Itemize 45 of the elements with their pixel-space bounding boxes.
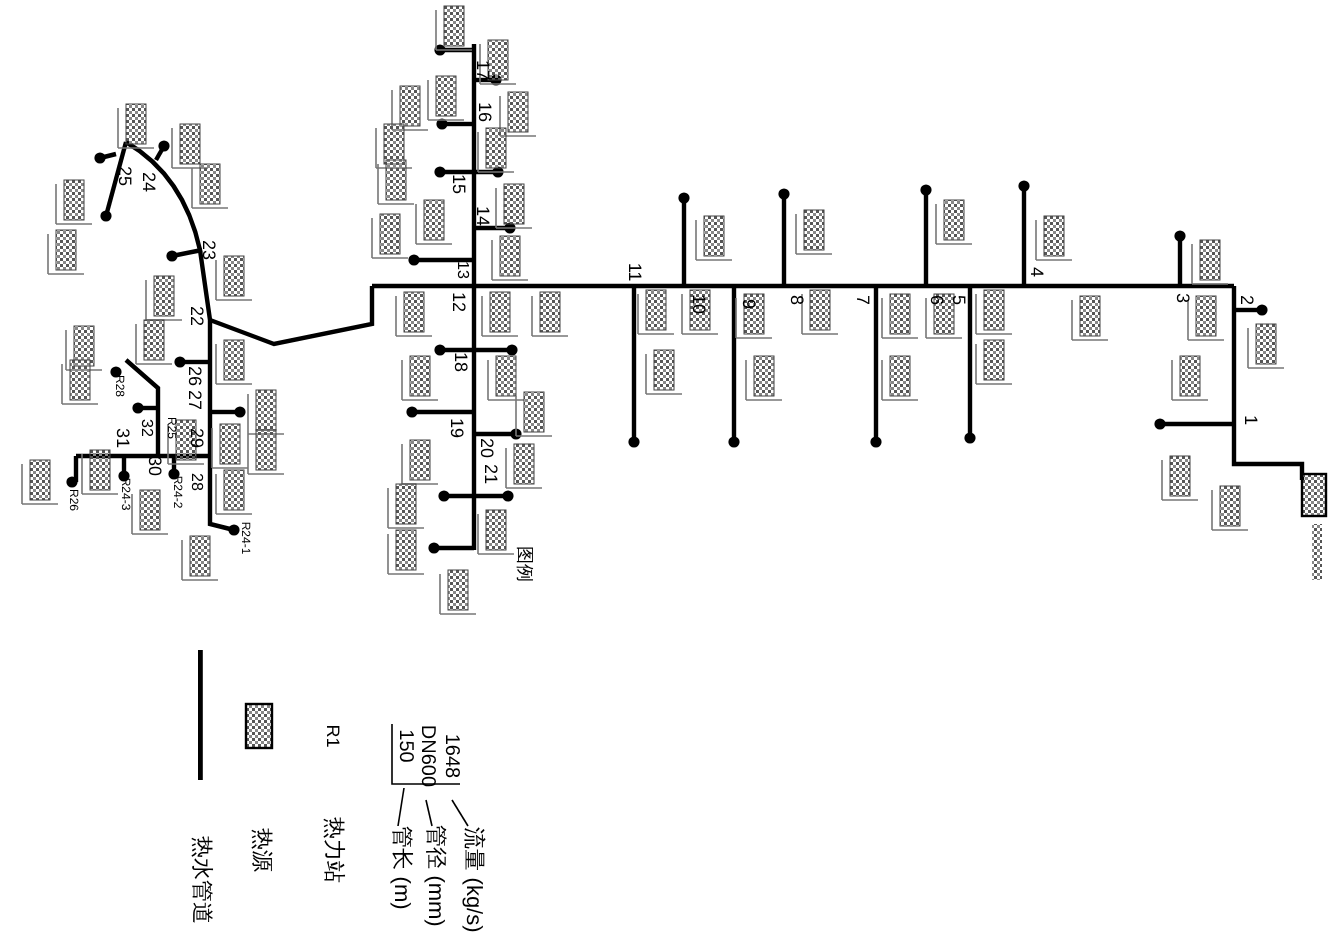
junction-number: 22: [187, 306, 205, 326]
junction-number: 21: [481, 464, 499, 484]
legend-label: 热源: [249, 828, 271, 872]
junction-number: 2: [1237, 295, 1255, 305]
junction-number: 29: [187, 428, 205, 448]
legend-label: 热水管道: [189, 836, 211, 924]
legend-label: 热力站: [321, 817, 343, 883]
junction-number: 6: [927, 295, 945, 305]
junction-number: 30: [145, 456, 163, 476]
junction-number: 14: [473, 206, 491, 226]
junction-number: 31: [113, 428, 131, 448]
sample-value: 150: [394, 729, 414, 763]
junction-number: 7: [853, 295, 871, 305]
junction-number: 19: [447, 418, 465, 438]
legend-item-label: 管长 (m): [389, 826, 411, 910]
station-code: R1: [323, 724, 341, 748]
junction-number: 8: [787, 295, 805, 305]
leader-line: [397, 787, 405, 827]
legend-item-label: 流量 (kg/s): [461, 827, 483, 933]
legend-title: 图例: [515, 546, 533, 582]
junction-number: 10: [689, 294, 707, 314]
junction-number: 28: [188, 473, 204, 491]
junction-number: 13: [454, 261, 470, 279]
junction-number: 18: [451, 352, 469, 372]
junction-number: 27: [185, 390, 203, 410]
junction-number: 23: [199, 240, 217, 260]
leader-line: [425, 799, 433, 827]
junction-number: 4: [1027, 267, 1045, 277]
junction-number: 15: [449, 174, 467, 194]
sample-value: DN600: [416, 724, 436, 788]
junction-number: 24: [139, 172, 157, 192]
junction-number: 3: [1173, 293, 1191, 303]
junction-number: 9: [739, 299, 757, 309]
junction-number: 12: [449, 292, 467, 312]
junction-number: 32: [138, 419, 154, 437]
leader-line: [451, 799, 469, 827]
sample-value: 1648: [440, 733, 460, 779]
junction-number: 5: [949, 295, 967, 305]
legend-item-label: 管径 (mm): [423, 825, 445, 927]
junction-number: 1: [1241, 415, 1259, 425]
junction-number: 17: [473, 60, 491, 80]
junction-number: 16: [475, 102, 493, 122]
junction-number: 20: [477, 438, 495, 458]
junction-number: 26: [185, 366, 203, 386]
junction-number: 11: [625, 262, 643, 282]
